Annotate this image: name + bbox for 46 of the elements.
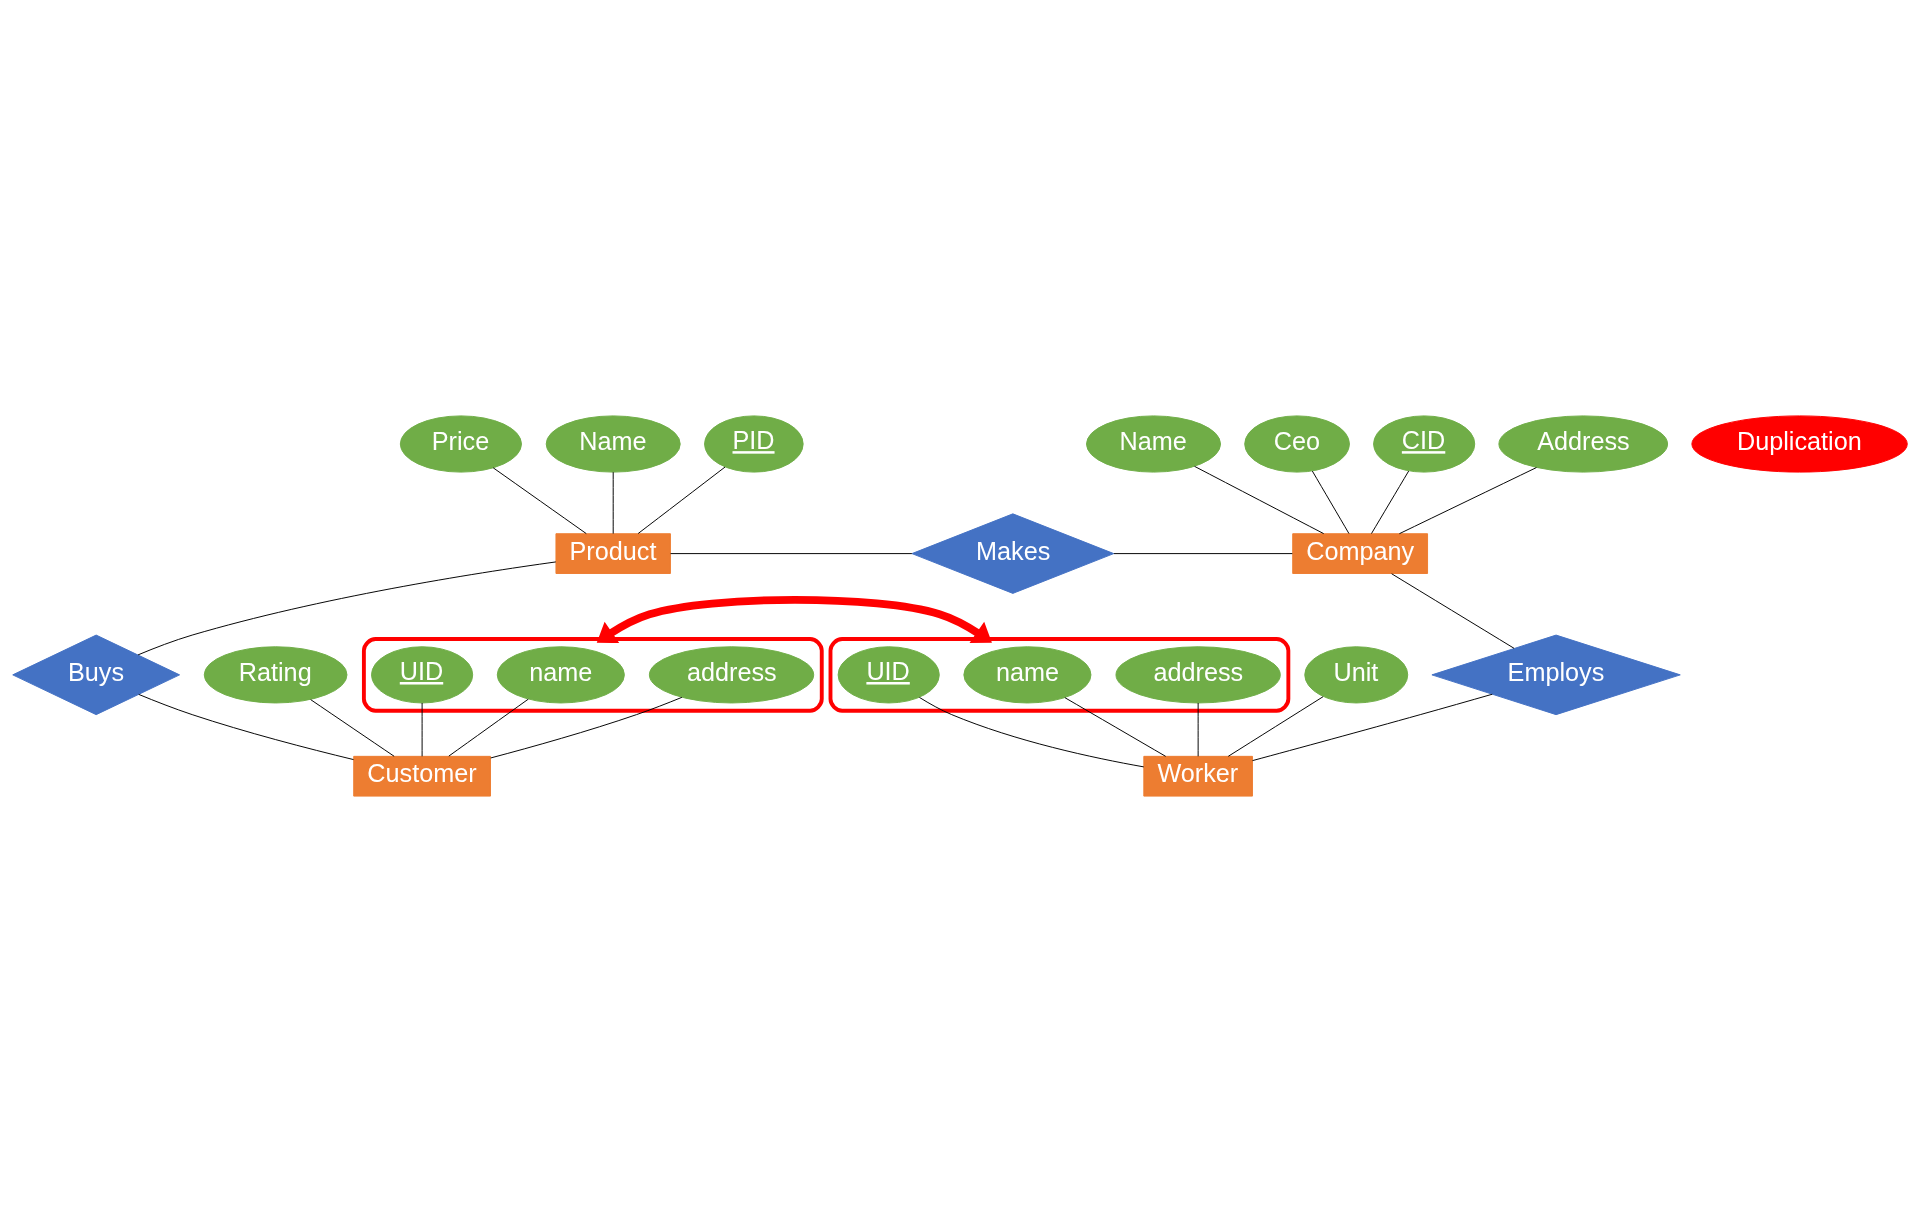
node-ellipse: address [648,645,815,703]
connector [310,698,395,757]
node-ellipse: Ceo [1244,414,1350,473]
connector [670,552,913,554]
cluster [828,636,1291,713]
connector [1391,572,1515,649]
node-ellipse: name [496,645,625,703]
connector [1398,466,1537,534]
connector [1194,465,1325,534]
arrow [596,595,992,643]
node-diamond: Employs [1431,634,1681,715]
connector [138,693,355,760]
connector [1227,695,1324,757]
connector [492,466,587,534]
node-ellipse: UID [837,645,940,703]
connector [1113,552,1293,554]
node-ellipse: Unit [1304,645,1409,703]
node-ellipse: CID [1373,414,1476,473]
node-ellipse: PID [704,414,804,473]
node-ellipse: Name [545,414,681,473]
connector [637,466,726,534]
cluster [361,636,824,713]
connector [918,696,1145,767]
connector [1197,702,1199,757]
node-box: Company [1292,532,1429,574]
node-diamond: Makes [911,512,1115,594]
node-ellipse: name [963,645,1092,703]
node-ellipse: Address [1498,414,1669,473]
connector [1371,470,1410,534]
node-diamond: Buys [12,634,181,715]
connector [490,696,683,758]
node-ellipse: UID [371,645,474,703]
connector [1311,470,1350,534]
node-box: Product [555,532,671,574]
connector [137,560,557,655]
node-ellipse: address [1115,645,1281,703]
connector [448,698,529,757]
node-ellipse: Name [1086,414,1222,473]
node-box: Customer [353,755,491,797]
node-ellipse: Price [399,414,522,473]
connector [612,471,614,534]
node-box: Worker [1143,755,1253,797]
node-ellipse: Duplication [1691,414,1908,473]
node-ellipse: Rating [203,645,348,703]
connector [1252,693,1493,761]
connector [1064,696,1167,757]
